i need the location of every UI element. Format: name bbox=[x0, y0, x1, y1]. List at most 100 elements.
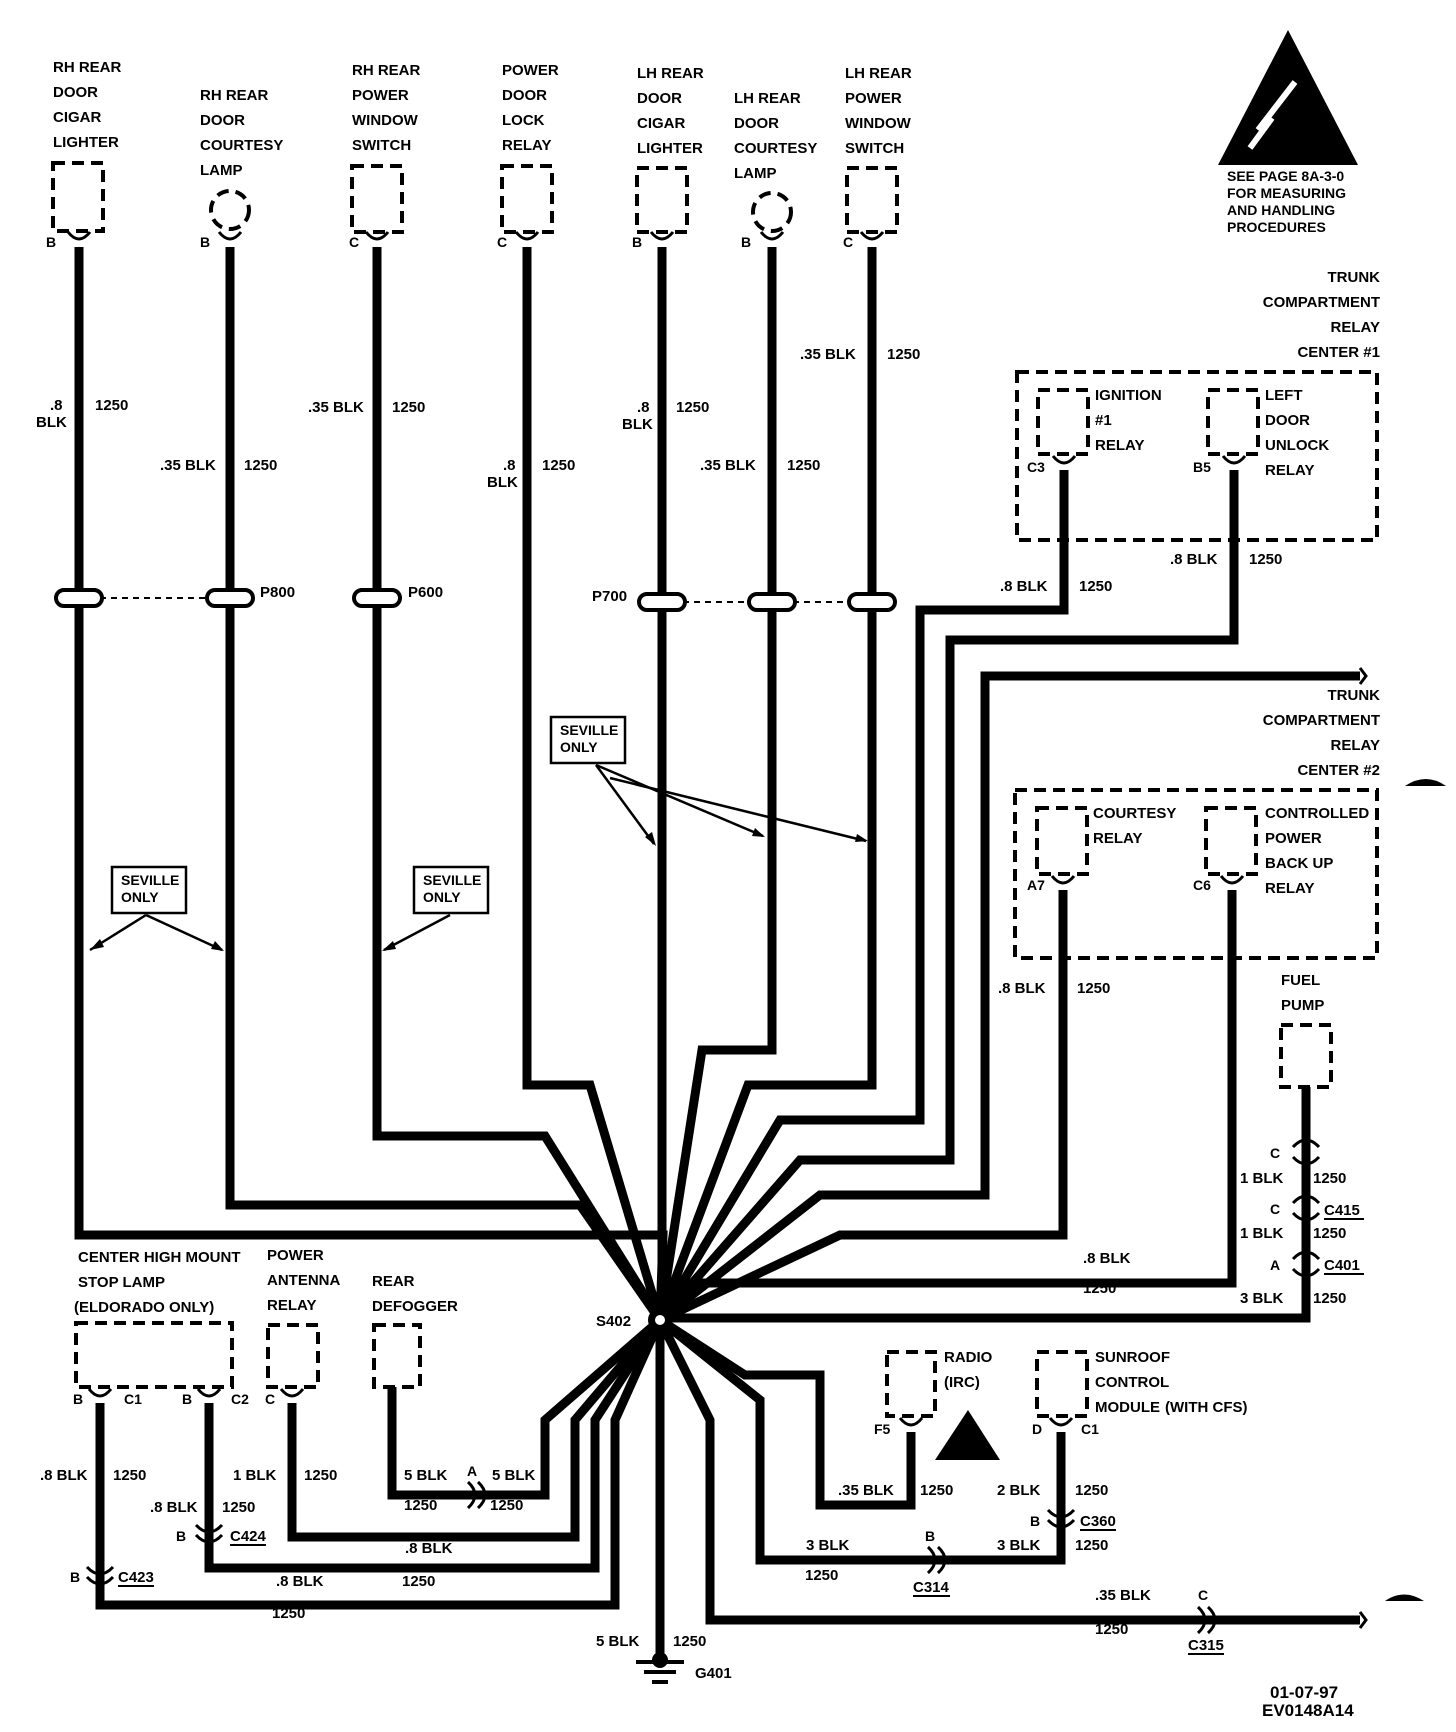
terminal bbox=[898, 1417, 924, 1427]
label-line: ANTENNA bbox=[267, 1272, 340, 1289]
terminal bbox=[1219, 875, 1245, 885]
label-line: WINDOW bbox=[845, 115, 912, 132]
label-line: LH REAR bbox=[637, 65, 704, 82]
connector-body bbox=[205, 588, 255, 608]
label-line: COURTESY bbox=[1093, 805, 1176, 822]
ground-label: G401 bbox=[695, 1665, 732, 1682]
label-line: (IRC) bbox=[944, 1374, 980, 1391]
component-chmsl: CENTER HIGH MOUNT STOP LAMP (ELDORADO ON… bbox=[73, 1249, 249, 1407]
arrow-head-icon bbox=[90, 939, 104, 950]
note-seville-only-mid: SEVILLE ONLY bbox=[382, 865, 490, 952]
switch-box bbox=[845, 166, 899, 234]
wire-color: BLK bbox=[622, 416, 653, 433]
trunk-relay-center-1: TRUNK COMPARTMENT RELAY CENTER #1 IGNITI… bbox=[1015, 269, 1380, 542]
sunroof-box bbox=[1035, 1350, 1089, 1418]
terminal bbox=[217, 231, 243, 241]
terminal bbox=[364, 231, 390, 241]
wire-spec: .8 BLK bbox=[405, 1540, 453, 1557]
connector-label: C423 bbox=[118, 1569, 154, 1586]
connector-body bbox=[352, 588, 402, 608]
connector-label: C315 bbox=[1188, 1637, 1224, 1654]
label-line: RELAY bbox=[502, 137, 551, 154]
pin-label: A bbox=[1270, 1257, 1280, 1273]
label-line: REAR bbox=[372, 1273, 415, 1290]
connector-label: C360 bbox=[1080, 1513, 1116, 1530]
component-power-antenna-relay: POWER ANTENNA RELAY C bbox=[265, 1247, 340, 1407]
component-lh-door-cigar-lighter: LH REAR DOOR CIGAR LIGHTER B bbox=[632, 65, 704, 250]
wire-spec: 1 BLK bbox=[1240, 1225, 1284, 1242]
label-line: UNLOCK bbox=[1265, 437, 1329, 454]
left-door-unlock-relay-box bbox=[1206, 388, 1260, 456]
wire-color: BLK bbox=[487, 474, 518, 491]
label-line: LIGHTER bbox=[637, 140, 703, 157]
note-text: ONLY bbox=[423, 889, 461, 905]
circuit-number: 1250 bbox=[1075, 1537, 1108, 1554]
label-line: LAMP bbox=[734, 165, 777, 182]
label-line: RELAY bbox=[1331, 319, 1380, 336]
pin-label: C bbox=[1270, 1145, 1280, 1161]
circuit-number: 1250 bbox=[1095, 1621, 1128, 1638]
terminal bbox=[1050, 875, 1076, 885]
connector-label: P600 bbox=[408, 584, 443, 601]
radio-box bbox=[885, 1350, 937, 1418]
wire-spec: 1 BLK bbox=[233, 1467, 277, 1484]
terminal bbox=[1048, 1417, 1074, 1427]
label-line: DOOR bbox=[200, 112, 245, 129]
circuit-number: 1250 bbox=[1083, 1280, 1116, 1297]
pin-label: B bbox=[632, 234, 642, 250]
fuel-pump-box bbox=[1279, 1023, 1333, 1089]
connector-label: C401 bbox=[1324, 1257, 1360, 1274]
label-line: POWER bbox=[267, 1247, 324, 1264]
wire-spec: .35 BLK bbox=[700, 457, 756, 474]
arrow-head-icon bbox=[645, 832, 656, 846]
label-line: POWER bbox=[502, 62, 559, 79]
label-line: RELAY bbox=[1331, 737, 1380, 754]
pin-label: C bbox=[1198, 1587, 1208, 1603]
label-line: FUEL bbox=[1281, 972, 1320, 989]
label-line: DOOR bbox=[734, 115, 779, 132]
wire-spec: .35 BLK bbox=[308, 399, 364, 416]
note-text: SEVILLE bbox=[423, 872, 481, 888]
pin-label: C bbox=[1270, 1201, 1280, 1217]
component-lh-door-courtesy-lamp: LH REAR DOOR COURTESY LAMP B bbox=[734, 90, 817, 250]
wire-spec: 3 BLK bbox=[1240, 1290, 1284, 1307]
label-line: TRUNK bbox=[1328, 687, 1381, 704]
page-edge-mark bbox=[1405, 779, 1446, 786]
label-line: LH REAR bbox=[734, 90, 801, 107]
wire-size: .8 bbox=[50, 397, 63, 414]
pin-label: C bbox=[497, 234, 507, 250]
label-line: RADIO bbox=[944, 1349, 993, 1366]
label-line: #1 bbox=[1095, 412, 1112, 429]
lamp-bulb-icon bbox=[209, 189, 251, 231]
circuit-number: 1250 bbox=[673, 1633, 706, 1650]
label-line: DOOR bbox=[1265, 412, 1310, 429]
pin-label: B bbox=[182, 1391, 192, 1407]
continuation-arrow-icon bbox=[1358, 667, 1368, 685]
wire-spec: 3 BLK bbox=[806, 1537, 850, 1554]
page-edge-mark bbox=[1385, 1594, 1424, 1601]
label-line: RELAY bbox=[1093, 830, 1142, 847]
circuit-number: 1250 bbox=[402, 1573, 435, 1590]
arrow-head-icon bbox=[855, 834, 868, 842]
connector-body bbox=[54, 588, 104, 608]
arrow-head-icon bbox=[211, 941, 224, 951]
terminal bbox=[649, 231, 675, 241]
circuit-number: 1250 bbox=[304, 1467, 337, 1484]
label-line: RELAY bbox=[1095, 437, 1144, 454]
label-line: STOP LAMP bbox=[78, 1274, 165, 1291]
courtesy-relay-box bbox=[1035, 806, 1089, 876]
wire-spec: 5 BLK bbox=[596, 1633, 640, 1650]
circuit-number: 1250 bbox=[542, 457, 575, 474]
pin-label: D bbox=[1032, 1421, 1042, 1437]
switch-box bbox=[350, 164, 404, 234]
label-line: (ELDORADO ONLY) bbox=[74, 1299, 214, 1316]
component-fuel-pump: FUEL PUMP bbox=[1279, 972, 1333, 1089]
circuit-number: 1250 bbox=[113, 1467, 146, 1484]
terminal bbox=[859, 231, 885, 241]
circuit-number: 1250 bbox=[272, 1605, 305, 1622]
note-text: SEVILLE bbox=[560, 722, 618, 738]
esd-note-line: FOR MEASURING bbox=[1227, 185, 1346, 201]
pin-label: B bbox=[741, 234, 751, 250]
relay-center-box bbox=[1013, 788, 1379, 960]
